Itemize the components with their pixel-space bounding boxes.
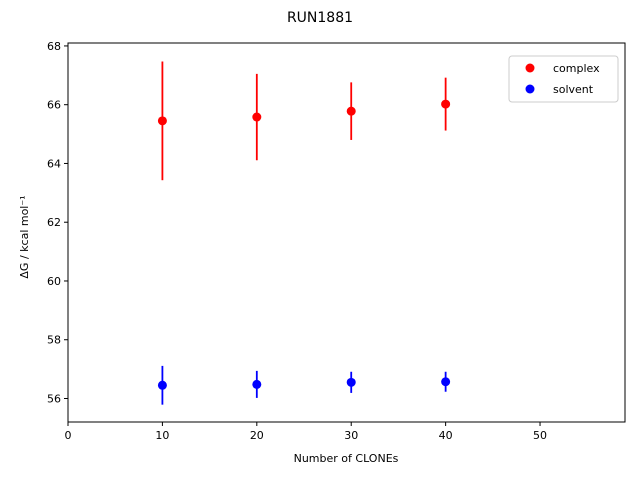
x-tick-label: 0 (65, 429, 72, 442)
x-tick-label: 50 (533, 429, 547, 442)
series-complex (157, 61, 451, 181)
data-point (157, 116, 167, 126)
data-point (441, 99, 451, 109)
y-tick-label: 62 (47, 216, 61, 229)
y-tick-label: 60 (47, 275, 61, 288)
x-axis-label: Number of CLONEs (294, 452, 399, 465)
data-point (346, 106, 356, 116)
data-point (252, 379, 262, 389)
chart-title: RUN1881 (287, 10, 353, 26)
legend-marker (525, 63, 535, 73)
y-axis-ticks: 56 58 60 62 64 66 68 (47, 40, 68, 405)
legend-label: complex (553, 62, 600, 75)
x-tick-label: 40 (439, 429, 453, 442)
legend-label: solvent (553, 83, 594, 96)
data-point (441, 377, 451, 387)
y-tick-label: 58 (47, 334, 61, 347)
y-tick-label: 68 (47, 40, 61, 53)
x-tick-label: 20 (250, 429, 264, 442)
y-tick-label: 66 (47, 99, 61, 112)
plot-border (67, 42, 626, 423)
y-tick-label: 64 (47, 157, 61, 170)
legend: complex solvent (508, 55, 619, 103)
series-layer (157, 61, 451, 405)
x-tick-label: 30 (344, 429, 358, 442)
series-solvent (157, 365, 451, 405)
x-axis-ticks: 0 10 20 30 40 50 (65, 422, 547, 442)
y-tick-label: 56 (47, 392, 61, 405)
y-axis-label: ΔG / kcal mol⁻¹ (18, 195, 31, 278)
legend-marker (525, 84, 535, 94)
x-tick-label: 10 (155, 429, 169, 442)
data-point (346, 377, 356, 387)
plot-frame (67, 42, 626, 423)
data-point (252, 112, 262, 122)
data-point (157, 380, 167, 390)
legend-box (508, 55, 619, 103)
